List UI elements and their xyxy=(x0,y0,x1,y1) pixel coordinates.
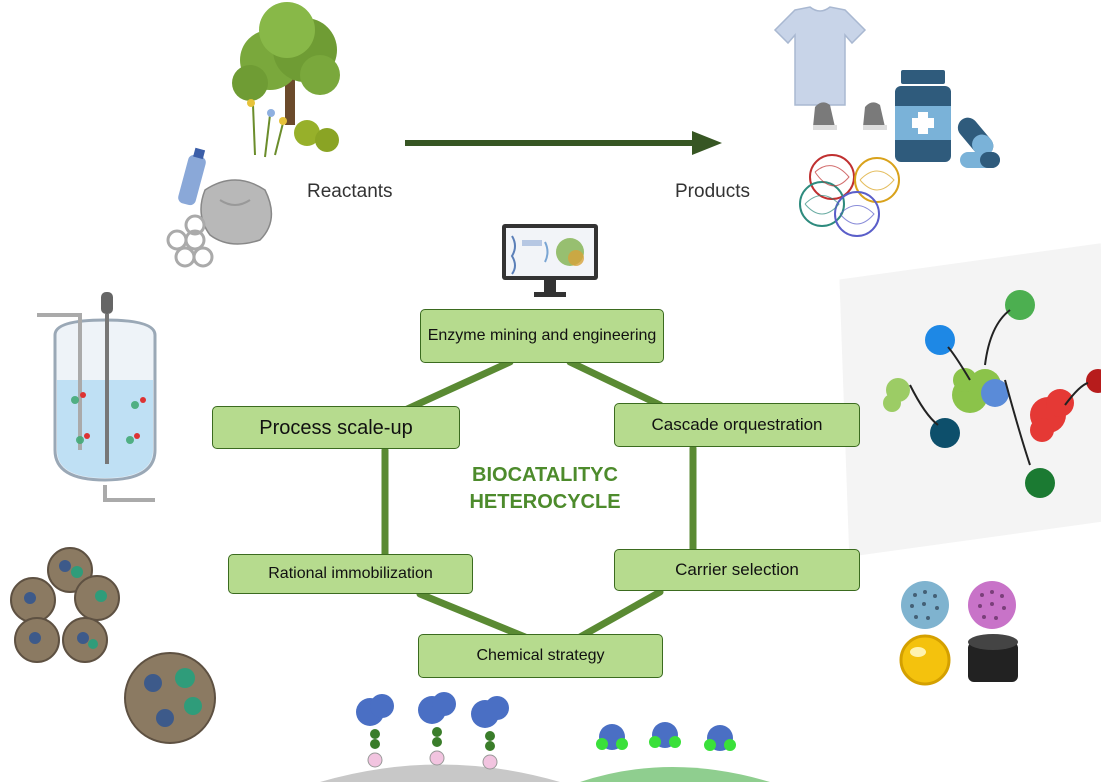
carrier-spheres-icon xyxy=(899,581,1018,686)
node-process-scaleup-label: Process scale-up xyxy=(259,416,413,439)
node-enzyme-mining-label: Enzyme mining and engineering xyxy=(427,327,657,345)
node-cascade-label: Cascade orquestration xyxy=(651,414,823,434)
node-immobilization: Rational immobilization xyxy=(228,554,473,594)
polymer-ball-icon xyxy=(799,154,900,237)
node-immobilization-label: Rational immobilization xyxy=(268,565,433,583)
enzyme-cascade-icon xyxy=(883,290,1101,498)
node-cascade: Cascade orquestration xyxy=(614,403,860,447)
shoes-icon xyxy=(813,102,887,130)
node-process-scaleup: Process scale-up xyxy=(212,406,460,449)
bioreactor-icon xyxy=(37,292,157,502)
node-carrier: Carrier selection xyxy=(614,549,860,591)
center-title-line2: HETEROCYCLE xyxy=(469,491,621,513)
node-chemical-label: Chemical strategy xyxy=(476,647,605,665)
plastic-waste-icon xyxy=(166,147,273,268)
center-title: BIOCATALITYC HETEROCYCLE xyxy=(445,462,645,516)
reactants-label: Reactants xyxy=(307,181,393,202)
tree-icon xyxy=(232,2,340,158)
t-shirt-icon xyxy=(773,6,867,106)
pill-icon xyxy=(957,117,1000,168)
immobilized-beads-icon xyxy=(10,547,216,744)
center-title-line1: BIOCATALITYC xyxy=(472,464,618,486)
computer-monitor-icon xyxy=(502,224,598,297)
node-carrier-label: Carrier selection xyxy=(675,559,799,579)
products-label: Products xyxy=(675,181,750,202)
enzyme-surface-icon xyxy=(320,692,770,782)
medicine-bottle-icon xyxy=(895,70,951,162)
node-chemical: Chemical strategy xyxy=(418,634,663,678)
node-enzyme-mining: Enzyme mining and engineering xyxy=(420,309,664,363)
